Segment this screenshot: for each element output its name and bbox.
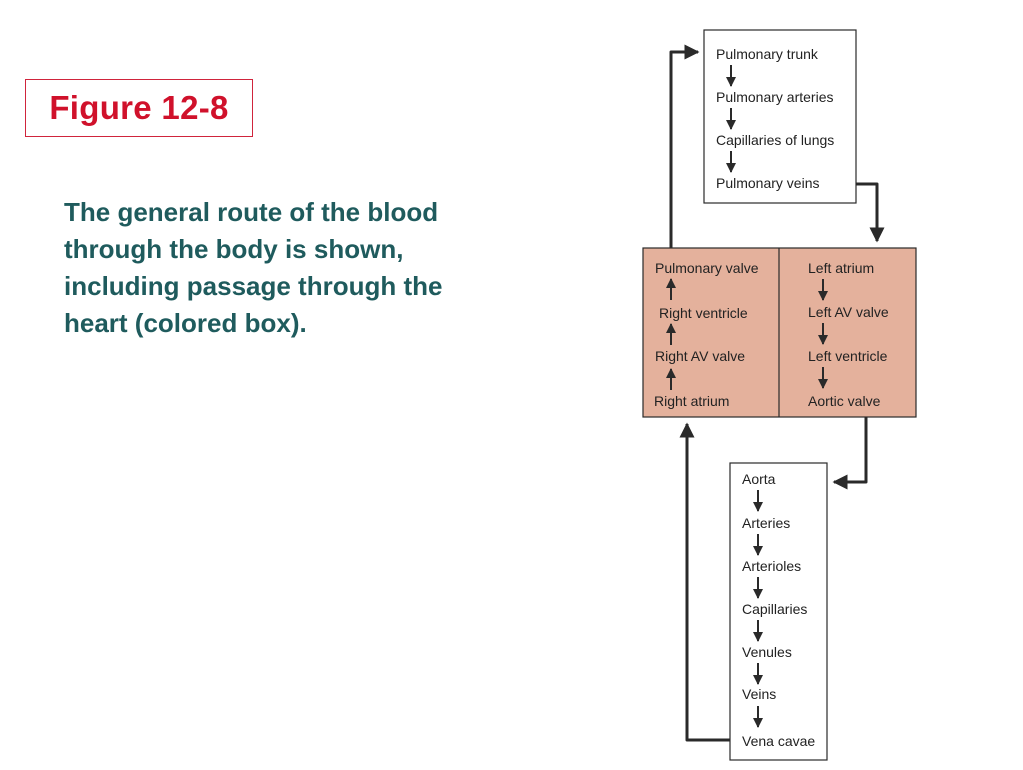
figure-caption: The general route of the blood through t… [64,194,554,342]
arteries-label: Arteries [742,515,790,531]
aortic-valve-label: Aortic valve [808,393,881,409]
caption-line: including passage through the [64,271,443,301]
left-ventricle-label: Left ventricle [808,348,888,364]
caption-line: The general route of the blood [64,197,439,227]
right-av-valve-label: Right AV valve [655,348,745,364]
left-av-valve-label: Left AV valve [808,304,889,320]
pulmonary-valve-label: Pulmonary valve [655,260,759,276]
right-atrium-label: Right atrium [654,393,729,409]
pulmonary-arteries-label: Pulmonary arteries [716,89,834,105]
pulmonary-trunk-connector [669,44,700,248]
capillaries-label: Capillaries [742,601,807,617]
pulmonary-veins-connector [856,182,885,243]
figure-title: Figure 12-8 [25,79,253,137]
pulmonary-box [703,29,857,204]
capillaries-of-lungs-label: Capillaries of lungs [716,132,834,148]
left-atrium-label: Left atrium [808,260,874,276]
right-ventricle-label: Right ventricle [659,305,748,321]
caption-line: through the body is shown, [64,234,404,264]
vena-cavae-label: Vena cavae [742,733,815,749]
pulmonary-veins-label: Pulmonary veins [716,175,820,191]
pulmonary-trunk-label: Pulmonary trunk [716,46,819,62]
aorta-label: Aorta [742,471,776,487]
systemic-box [729,462,828,761]
vena-cavae-connector [679,422,730,742]
veins-label: Veins [742,686,776,702]
arterioles-label: Arterioles [742,558,801,574]
venules-label: Venules [742,644,792,660]
aorta-connector [832,417,868,490]
caption-line: heart (colored box). [64,308,307,338]
